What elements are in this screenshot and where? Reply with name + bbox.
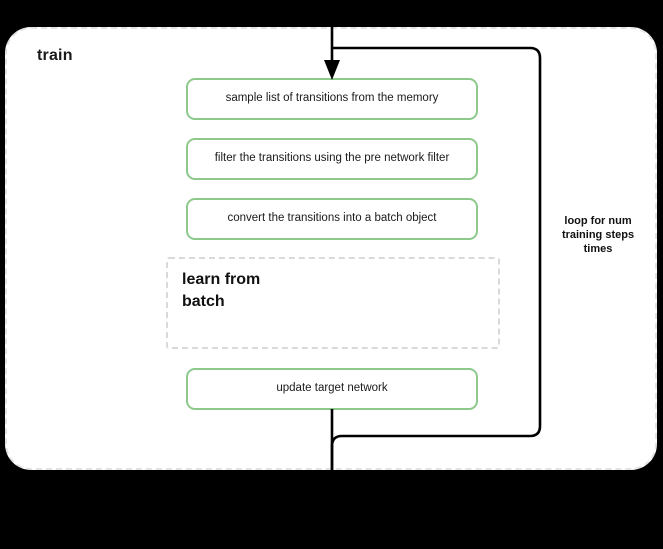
process-box-update-target-network[interactable]: update target network — [186, 368, 478, 410]
process-box-update-target-network-label: update target network — [276, 382, 388, 395]
loop-annotation-line-1: loop for num — [564, 215, 632, 227]
loop-annotation-line-2: training steps — [561, 229, 635, 242]
train-scope-title: train — [37, 47, 73, 64]
process-box-sample[interactable]: sample list of transitions from the memo… — [186, 78, 478, 120]
learn-from-batch-label-line-2: batch — [182, 293, 225, 311]
learn-from-batch-label: learn from batch — [182, 269, 332, 314]
loop-annotation-line-3: times — [583, 243, 613, 256]
process-box-convert[interactable]: convert the transitions into a batch obj… — [186, 198, 478, 240]
process-box-convert-label: convert the transitions into a batch obj… — [227, 212, 437, 225]
process-box-sample-label: sample list of transitions from the memo… — [225, 92, 439, 105]
learn-from-batch-subscope[interactable]: learn from batch — [166, 257, 500, 349]
process-box-filter-label: filter the transitions using the pre net… — [214, 152, 450, 165]
loop-annotation-label: loop for num training steps times — [538, 214, 658, 256]
learn-from-batch-label-line-1: learn from — [182, 271, 261, 288]
process-box-filter[interactable]: filter the transitions using the pre net… — [186, 138, 478, 180]
